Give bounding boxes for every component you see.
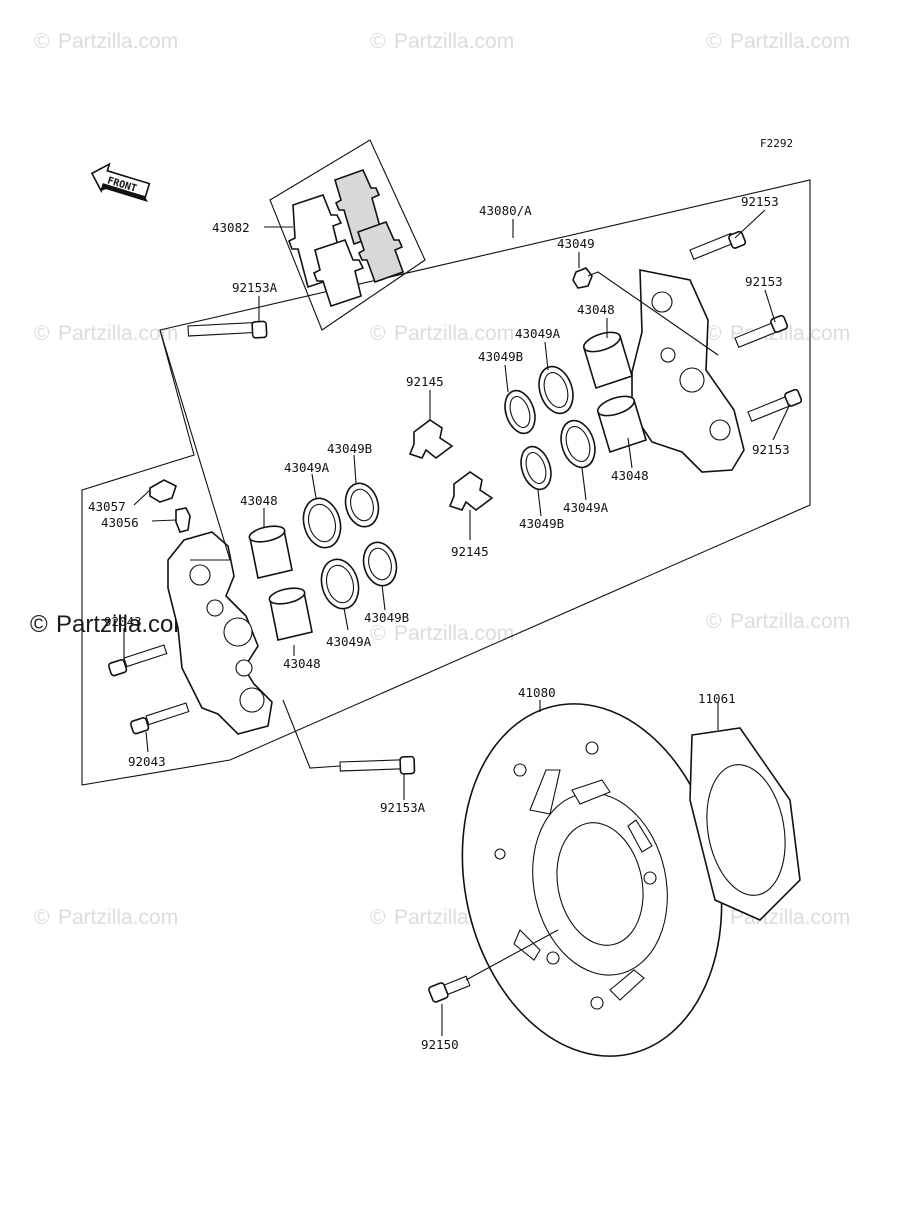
callout-92043-b: 92043 <box>128 754 166 769</box>
watermark-layer: © Partzilla.com © Partzilla.com © Partzilla… <box>30 30 850 929</box>
callout-92153A-top: 92153A <box>232 280 278 295</box>
callout-43048-la: 43048 <box>240 493 278 508</box>
callout-43048-ra: 43048 <box>577 302 615 317</box>
svg-text:Partzilla.com: Partzilla.com <box>394 30 514 53</box>
callout-92043-a: 92043 <box>104 614 142 629</box>
bleeder-43056 <box>175 507 191 533</box>
callout-43048-lb: 43048 <box>283 656 321 671</box>
brake-pads <box>287 168 405 308</box>
callout-43049B-ra: 43049B <box>478 349 523 364</box>
callout-92145-a: 92145 <box>406 374 444 389</box>
brake-pad-outline <box>269 139 426 331</box>
callout-92153-a: 92153 <box>741 194 779 209</box>
seals-left <box>302 482 398 610</box>
seals-right <box>504 365 596 491</box>
callout-92153A-bottom: 92153A <box>380 800 426 815</box>
leader-lines <box>123 209 791 1036</box>
callout-43056: 43056 <box>101 515 139 530</box>
caliper-assembly-outline <box>81 179 811 786</box>
callout-43049A-lb: 43049A <box>326 634 372 649</box>
bolt-92153-a <box>689 230 747 260</box>
watermark: © Partzilla.com <box>370 30 514 53</box>
watermark: © Partzilla.com <box>370 322 514 345</box>
callout-43049B-lb: 43049B <box>364 610 409 625</box>
svg-text:Partzilla.com: Partzilla.com <box>58 322 178 345</box>
screw-92150 <box>428 975 471 1003</box>
watermark: © Partzilla.com <box>34 322 178 345</box>
callout-labels: 43082 92153A 43080/A 43049 92153 92153 9… <box>88 194 790 1052</box>
svg-text:Partzilla.com: Partzilla.com <box>58 906 178 929</box>
callout-43049: 43049 <box>557 236 595 251</box>
pad-spring-92145-b <box>448 471 494 512</box>
callout-43080: 43080/A <box>479 203 532 218</box>
svg-text:©: © <box>706 610 722 633</box>
callout-43049B-rb: 43049B <box>519 516 564 531</box>
callout-92153-b: 92153 <box>745 274 783 289</box>
watermark: ©Partzilla.com <box>706 906 850 929</box>
svg-text:Partzilla.com: Partzilla.com <box>56 611 193 638</box>
watermark: © Partzilla.com <box>706 610 850 633</box>
caliper-right-half <box>631 269 745 473</box>
svg-text:Partzilla.com: Partzilla.com <box>394 622 514 645</box>
callout-43049A-ra: 43049A <box>515 326 561 341</box>
watermark-primary: © Partzilla.com <box>30 611 193 638</box>
pistons-left <box>248 525 313 641</box>
svg-text:©: © <box>34 322 50 345</box>
spacer-11061 <box>689 727 801 921</box>
callout-92153-c: 92153 <box>752 442 790 457</box>
svg-text:©: © <box>370 906 386 929</box>
pad-spring-92145-a <box>408 419 454 460</box>
caliper-left-half <box>167 531 273 735</box>
pistons-right <box>582 331 647 454</box>
callout-43049B-la: 43049B <box>327 441 372 456</box>
callout-43049A-la: 43049A <box>284 460 330 475</box>
svg-text:Partzilla.com: Partzilla.com <box>730 610 850 633</box>
svg-text:©: © <box>706 30 722 53</box>
svg-text:Partzilla.com: Partzilla.com <box>730 30 850 53</box>
bolt-92153A-bottom <box>339 755 416 775</box>
svg-text:©: © <box>34 906 50 929</box>
watermark: © Partzilla.com <box>34 30 178 53</box>
watermark: © Partzilla.com <box>370 622 514 645</box>
svg-text:©: © <box>370 30 386 53</box>
diagram-code: F2292 <box>760 137 793 150</box>
bolt-92153A-top <box>187 320 268 339</box>
svg-text:©: © <box>34 30 50 53</box>
bolt-92153-b <box>734 314 789 348</box>
callout-92145-b: 92145 <box>451 544 489 559</box>
callout-43048-rb: 43048 <box>611 468 649 483</box>
callout-11061: 11061 <box>698 691 736 706</box>
bolt-92043-b <box>129 702 190 735</box>
callout-41080: 41080 <box>518 685 556 700</box>
svg-text:©: © <box>370 622 386 645</box>
bolt-92043-a <box>107 644 168 677</box>
callout-43082: 43082 <box>212 220 250 235</box>
callout-92150: 92150 <box>421 1037 459 1052</box>
front-arrow-icon: FRONT <box>90 162 151 203</box>
bolt-92153-c <box>747 388 803 422</box>
callout-43057: 43057 <box>88 499 126 514</box>
nut-43049 <box>572 267 593 289</box>
svg-text:©: © <box>30 611 48 638</box>
brake-disc-41080 <box>461 703 723 1057</box>
svg-text:Partzilla.com: Partzilla.com <box>58 30 178 53</box>
svg-text:©: © <box>706 322 722 345</box>
watermark: © Partzilla.com <box>34 906 178 929</box>
svg-text:©: © <box>370 322 386 345</box>
svg-text:Partzilla.com: Partzilla.com <box>394 322 514 345</box>
cap-43057 <box>149 479 177 503</box>
callout-43049A-rb: 43049A <box>563 500 609 515</box>
watermark: © Partzilla.com <box>706 30 850 53</box>
